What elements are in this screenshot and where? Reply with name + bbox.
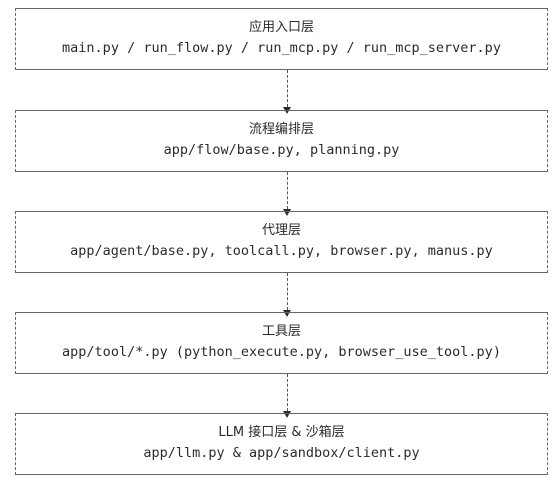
box-edge-top (15, 8, 548, 9)
box-edge-left (15, 211, 16, 273)
layer-modules: app/llm.py & app/sandbox/client.py (143, 445, 420, 461)
box-edge-left (15, 413, 16, 475)
box-edge-right (547, 413, 548, 475)
box-edge-bottom (15, 69, 548, 70)
box-edge-right (547, 8, 548, 70)
box-edge-top (15, 413, 548, 414)
box-edge-bottom (15, 373, 548, 374)
arrow-down-icon (283, 310, 291, 317)
connector-arrow (283, 70, 293, 114)
box-edge-bottom (15, 272, 548, 273)
box-edge-left (15, 110, 16, 172)
dashed-line (287, 70, 288, 107)
layer-title: LLM 接口层 & 沙箱层 (218, 425, 345, 440)
dashed-line (287, 172, 288, 209)
dashed-line (287, 273, 288, 310)
box-edge-bottom (15, 171, 548, 172)
box-edge-top (15, 312, 548, 313)
layer-agent: 代理层 app/agent/base.py, toolcall.py, brow… (15, 211, 548, 273)
layer-llm-sandbox: LLM 接口层 & 沙箱层 app/llm.py & app/sandbox/c… (15, 413, 548, 475)
box-edge-right (547, 110, 548, 172)
layer-flow-orchestration: 流程编排层 app/flow/base.py, planning.py (15, 110, 548, 172)
box-edge-left (15, 8, 16, 70)
box-edge-bottom (15, 474, 548, 475)
layer-modules: app/flow/base.py, planning.py (163, 142, 400, 158)
arrow-down-icon (283, 209, 291, 216)
layer-title: 应用入口层 (248, 20, 314, 35)
connector-arrow (283, 374, 293, 418)
layer-title: 代理层 (261, 223, 301, 238)
layer-title: 流程编排层 (248, 122, 314, 137)
arrow-down-icon (283, 411, 291, 418)
dashed-line (287, 374, 288, 411)
box-edge-top (15, 211, 548, 212)
layer-app-entry: 应用入口层 main.py / run_flow.py / run_mcp.py… (15, 8, 548, 70)
layer-tool: 工具层 app/tool/*.py (python_execute.py, br… (15, 312, 548, 374)
layer-modules: app/agent/base.py, toolcall.py, browser.… (70, 243, 493, 259)
box-edge-top (15, 110, 548, 111)
layer-modules: app/tool/*.py (python_execute.py, browse… (62, 344, 501, 360)
connector-arrow (283, 172, 293, 216)
layer-modules: main.py / run_flow.py / run_mcp.py / run… (62, 40, 501, 56)
box-edge-left (15, 312, 16, 374)
layer-title: 工具层 (261, 324, 301, 339)
connector-arrow (283, 273, 293, 317)
box-edge-right (547, 211, 548, 273)
box-edge-right (547, 312, 548, 374)
